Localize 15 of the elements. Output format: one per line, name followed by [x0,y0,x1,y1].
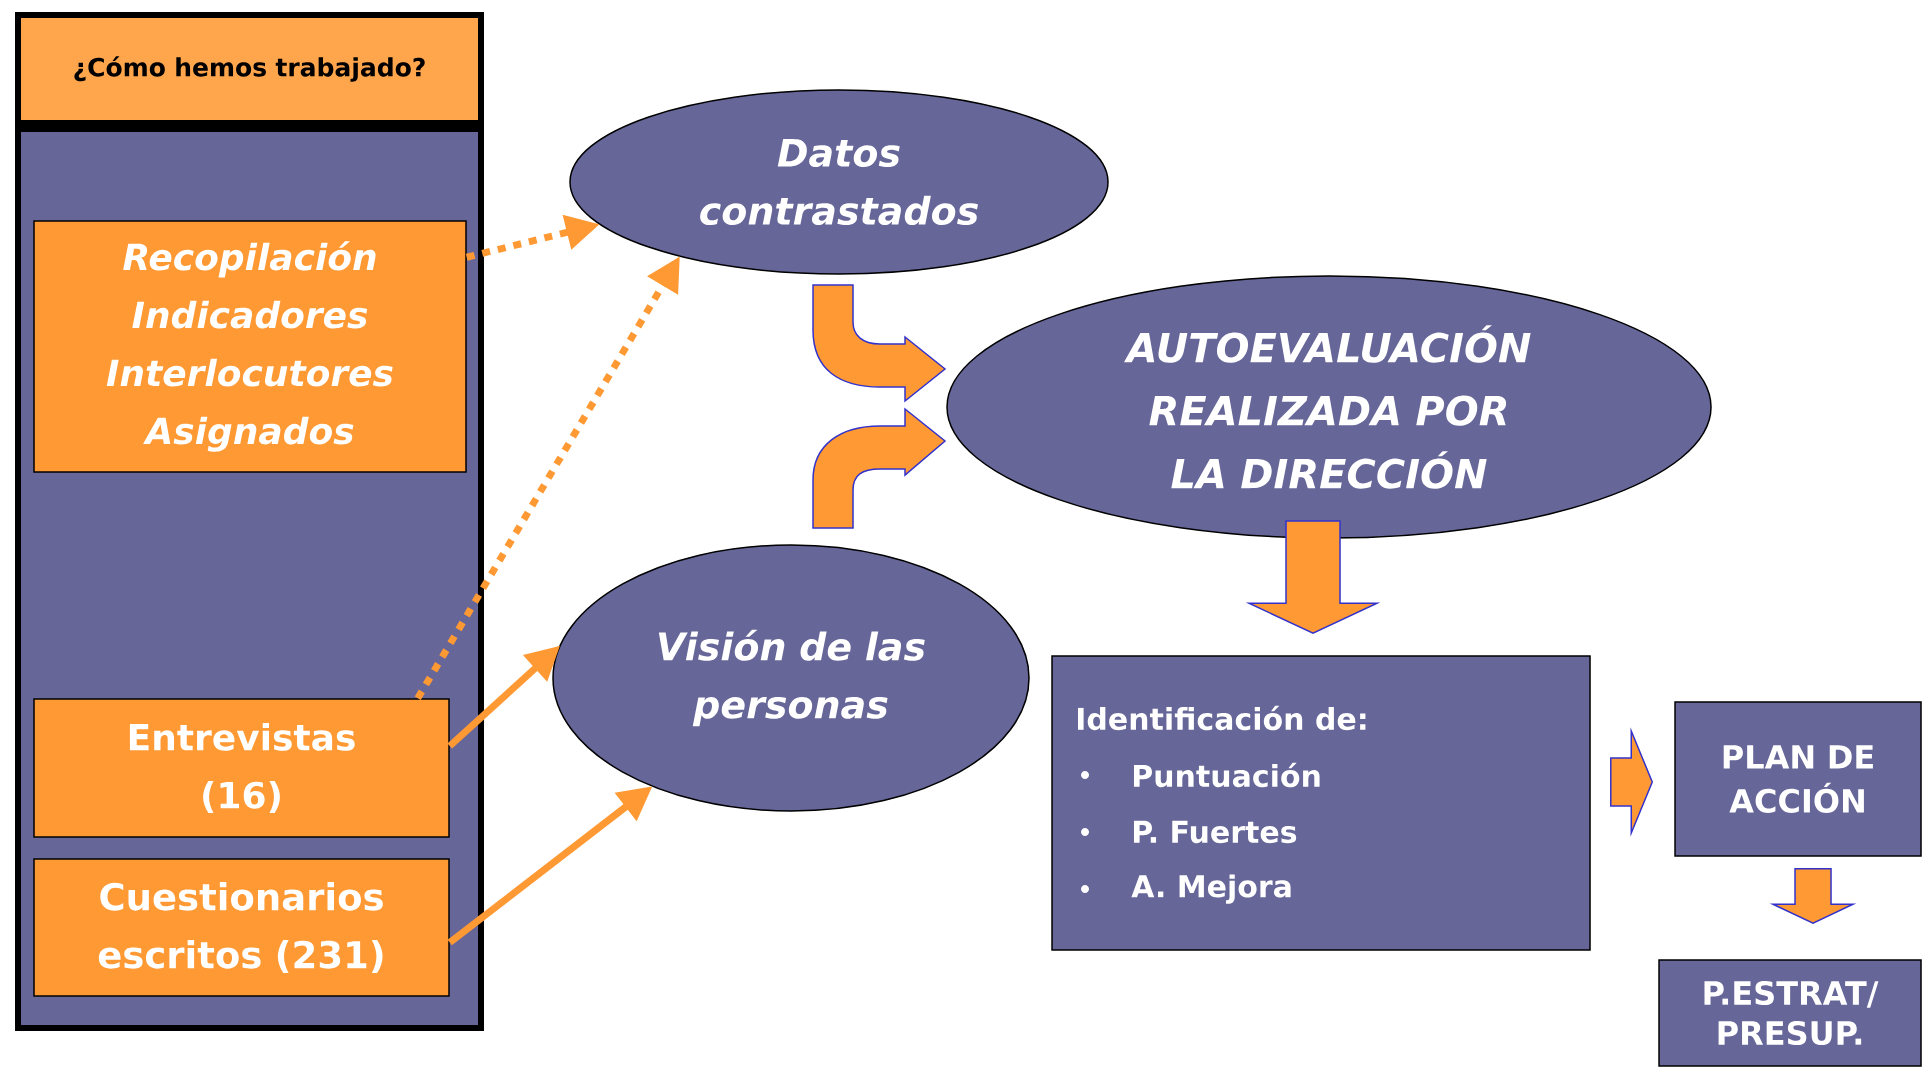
block-arrow [1769,868,1857,925]
block-arrow [1610,727,1654,837]
process-box: Entrevistas (16) [33,698,450,838]
process-box: PLAN DE ACCIÓN [1674,701,1922,857]
list-item: A. Mejora [1131,874,1291,904]
list-item: P. Fuertes [1133,820,1297,844]
process-box: Recopilación Indicadores Interlocutores Asignados [33,220,467,473]
header-box: ¿Cómo hemos trabajado? [15,12,484,126]
curved-arrow [812,408,946,529]
list-item: Puntuación [1133,762,1320,788]
list-heading: Identificación de: [1077,705,1366,731]
block-arrow [1245,520,1381,635]
curved-arrow [812,284,946,402]
process-box: P.ESTRAT/ PRESUP. [1658,959,1922,1067]
process-box: Cuestionarios escritos (231) [33,858,450,997]
